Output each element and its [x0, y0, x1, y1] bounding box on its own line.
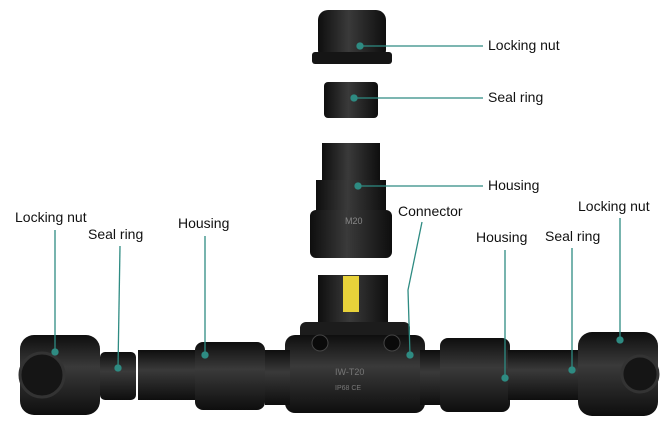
- body-marking: IW-T20: [335, 367, 364, 377]
- right-locking-nut: [578, 332, 660, 416]
- top-locking-nut: [312, 10, 392, 64]
- label-right-seal-ring: Seal ring: [545, 228, 601, 244]
- label-top-housing: Housing: [488, 177, 540, 193]
- left-locking-nut: [18, 335, 100, 415]
- label-left-seal-ring: Seal ring: [88, 226, 144, 242]
- left-housing: [138, 342, 265, 410]
- label-left-locking-nut: Locking nut: [15, 209, 87, 225]
- top-housing: M20: [310, 143, 392, 258]
- rating-marking: IP68 CE: [335, 385, 361, 392]
- connector-body: IW-T20 IP68 CE: [265, 275, 445, 413]
- label-left-housing: Housing: [178, 215, 230, 231]
- label-top-locking-nut: Locking nut: [488, 37, 560, 53]
- label-top-seal-ring: Seal ring: [488, 89, 544, 105]
- right-housing: [440, 338, 570, 412]
- leader-lines: [51, 42, 624, 382]
- label-connector: Connector: [398, 203, 463, 219]
- left-seal-ring: [100, 352, 136, 400]
- label-right-locking-nut: Locking nut: [578, 198, 650, 214]
- label-right-housing: Housing: [476, 229, 528, 245]
- thread-marking: M20: [345, 216, 363, 226]
